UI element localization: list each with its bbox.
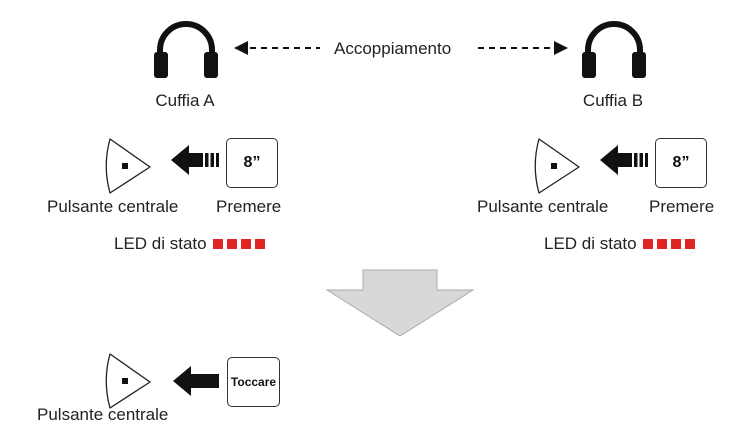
pairing-left-arrow	[234, 41, 320, 55]
led-blink	[656, 239, 667, 249]
press-arrow-icon	[171, 145, 219, 175]
status-led-row: LED di stato	[114, 234, 265, 254]
next-step-arrow-icon	[325, 269, 475, 337]
center-button-icon	[105, 353, 151, 409]
led-blink	[684, 239, 695, 249]
status-led-label: LED di stato	[544, 234, 637, 253]
led-blink	[226, 239, 237, 249]
center-button-label: Pulsante centrale	[477, 197, 609, 216]
headset-a-label: Cuffia A	[155, 91, 215, 110]
tap-key: Toccare	[227, 357, 280, 407]
headset-b-label: Cuffia B	[582, 91, 644, 110]
press-label: Premere	[649, 197, 715, 216]
status-led-row: LED di stato	[544, 234, 695, 254]
press-arrow-icon	[600, 145, 648, 175]
press-label: Premere	[216, 197, 282, 216]
status-led-label: LED di stato	[114, 234, 207, 253]
center-button-icon	[105, 138, 151, 194]
status-led-indicator	[642, 239, 695, 249]
led-blink	[212, 239, 223, 249]
press-8s-key: 8”	[655, 138, 707, 188]
led-blink	[254, 239, 265, 249]
center-button-icon	[534, 138, 580, 194]
headset-a-icon	[154, 21, 218, 78]
headset-b-icon	[582, 21, 646, 78]
led-blink	[240, 239, 251, 249]
center-button-label: Pulsante centrale	[37, 405, 169, 424]
pairing-label: Accoppiamento	[334, 39, 452, 58]
status-led-indicator	[212, 239, 265, 249]
tap-arrow-icon	[173, 366, 219, 396]
led-blink	[670, 239, 681, 249]
pairing-right-arrow	[478, 41, 568, 55]
center-button-label: Pulsante centrale	[47, 197, 179, 216]
led-blink	[642, 239, 653, 249]
press-8s-key: 8”	[226, 138, 278, 188]
